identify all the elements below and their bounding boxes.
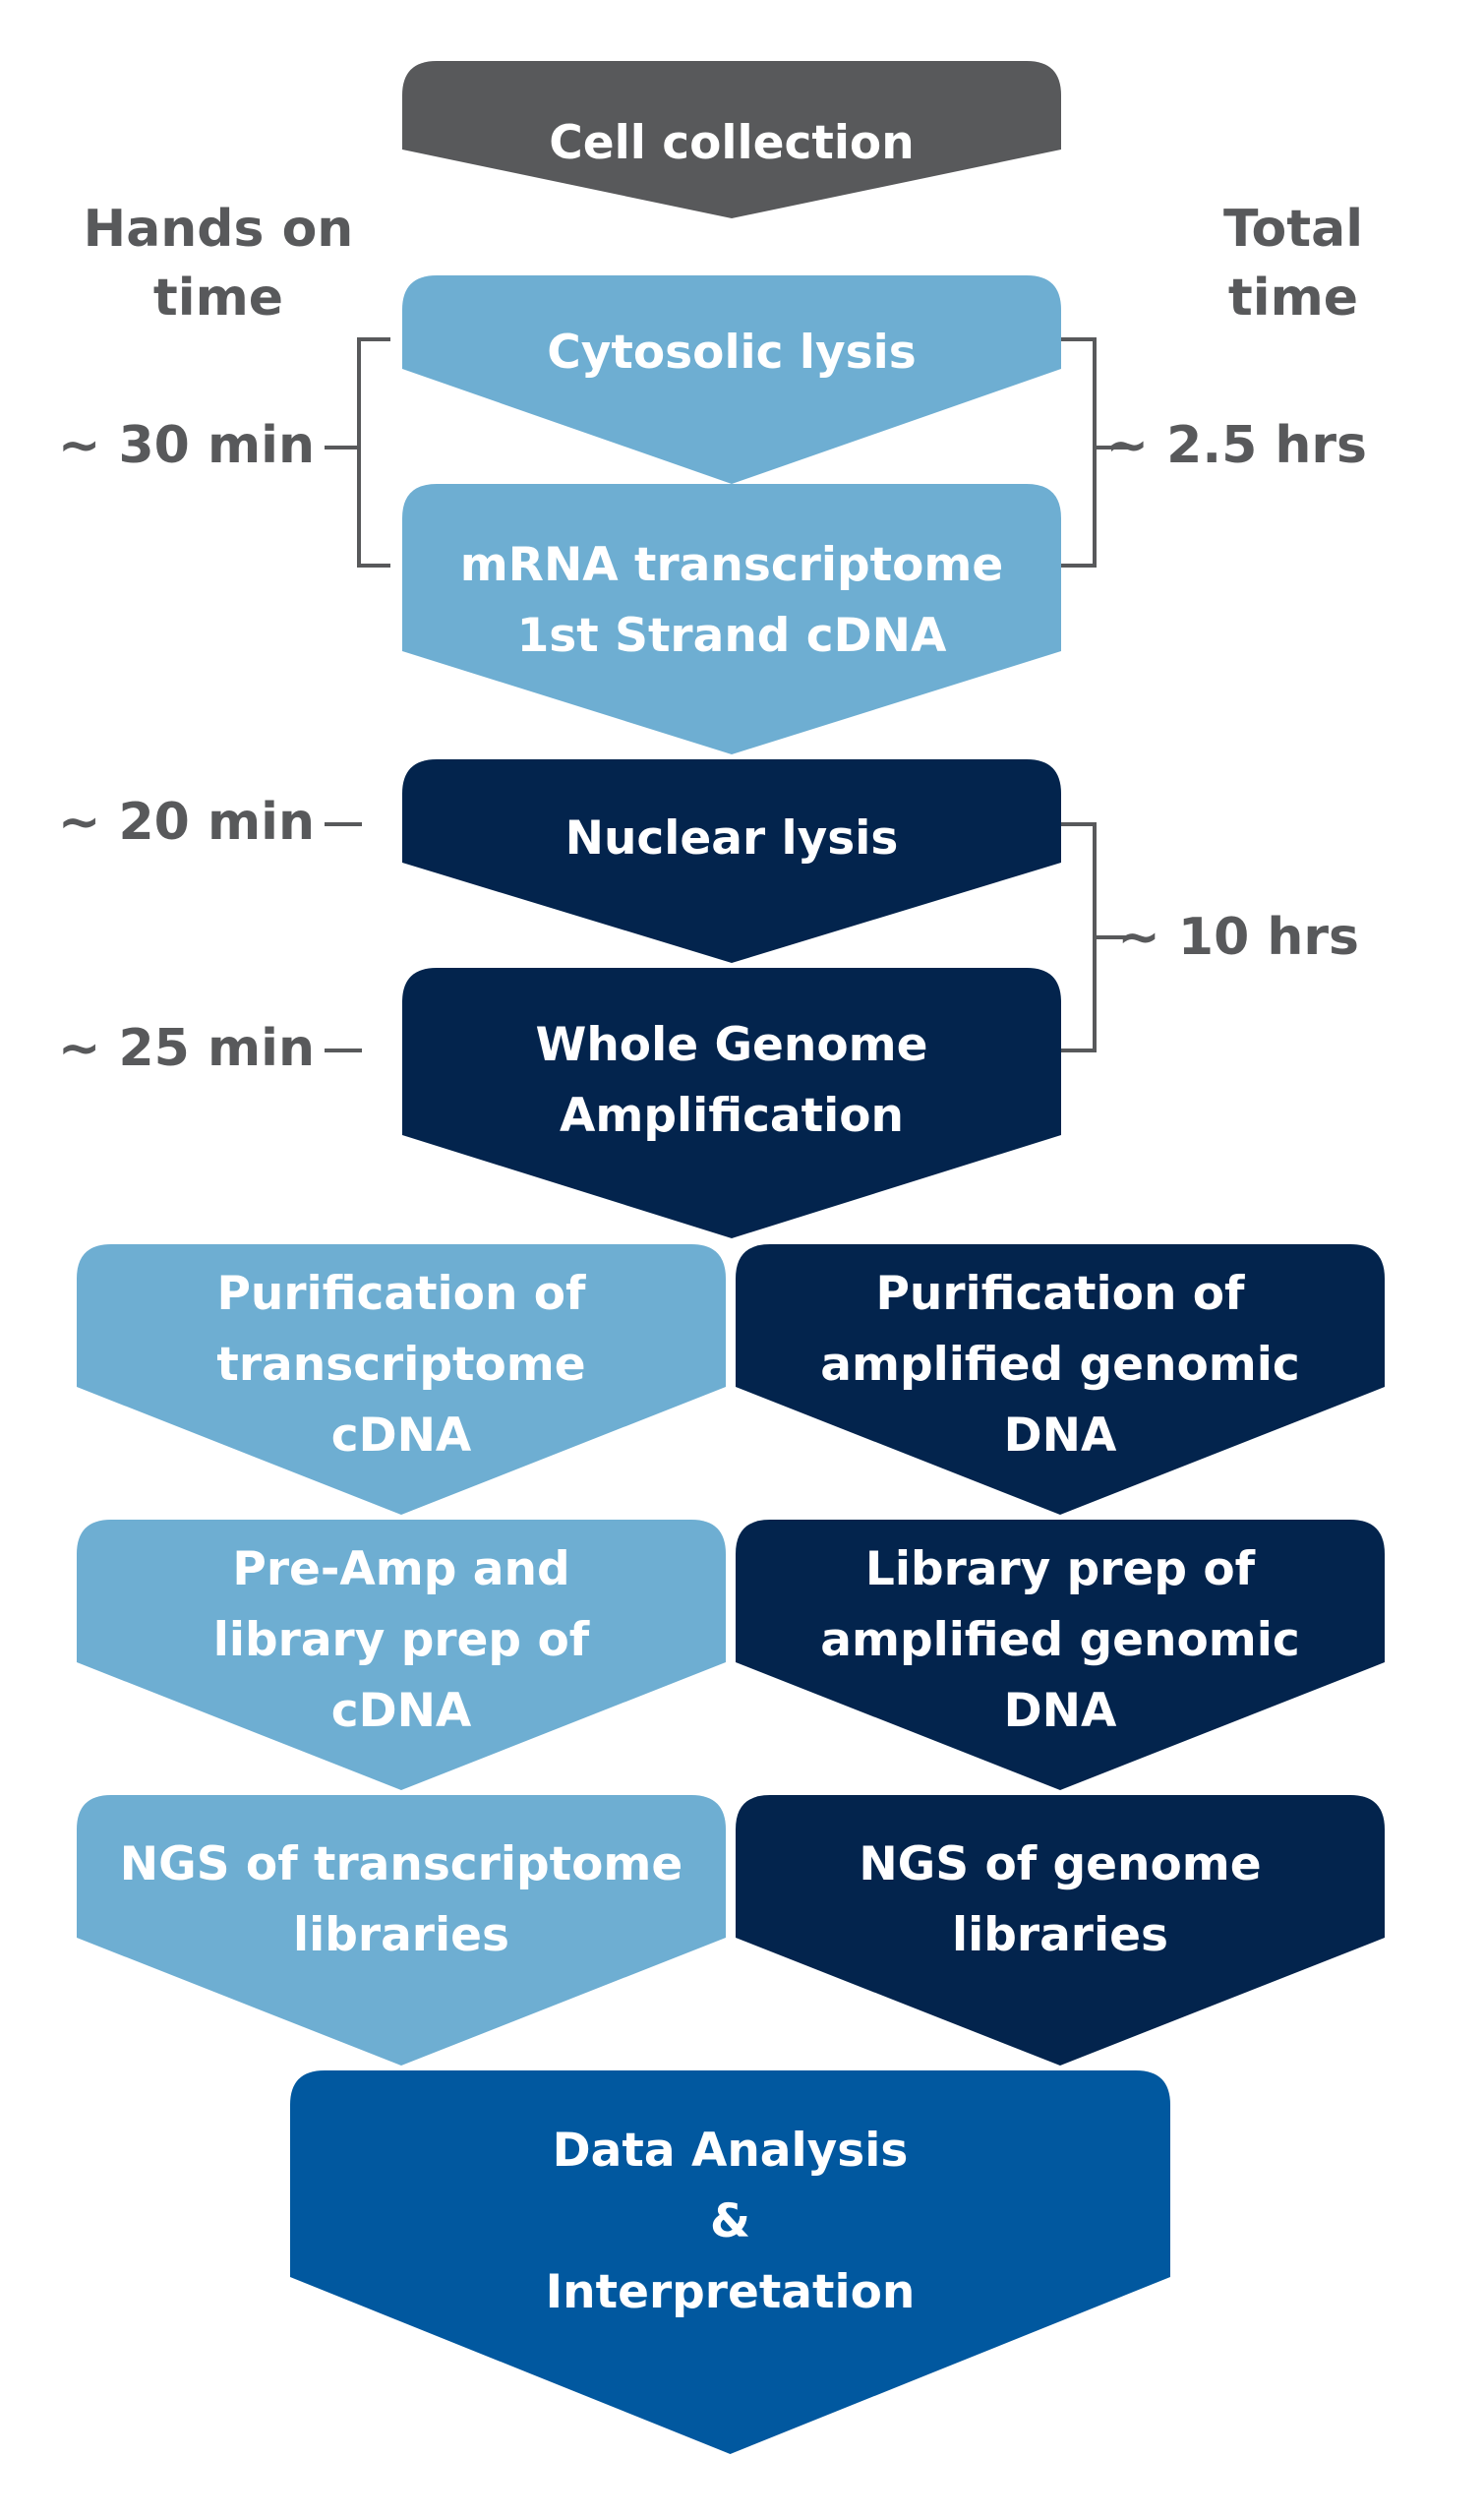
step-shape-library-genomic [736,1520,1385,1790]
step-label-whole-genome-amplification-line-1: Whole Genome [536,1018,928,1072]
step-cell-collection: Cell collection [402,61,1061,218]
hands-on-time-25-min: ~ 25 min [58,1019,315,1078]
step-label-nuclear-lysis-line-1: Nuclear lysis [565,811,899,866]
step-label-purification-genomic-line-3: DNA [1004,1408,1117,1463]
step-label-ngs-genome-line-1: NGS of genome [859,1837,1261,1891]
step-label-ngs-transcriptome-line-2: libraries [293,1908,509,1962]
step-shape-mrna-transcriptome [402,484,1061,754]
step-label-preamp-library-line-2: library prep of [213,1613,590,1667]
step-preamp-library: Pre-Amp and library prep of cDNA [77,1520,726,1790]
step-shape-nuclear-lysis [402,759,1061,963]
step-shape-preamp-library [77,1520,726,1790]
step-cytosolic-lysis: Cytosolic lysis [402,275,1061,484]
step-purification-transcriptome: Purification of transcriptome cDNA [77,1244,726,1515]
total-time-10-hrs: ~ 10 hrs [1117,908,1359,967]
step-label-cell-collection-line-1: Cell collection [549,116,914,170]
step-label-library-genomic-line-3: DNA [1004,1684,1117,1738]
hands-on-header-line-2: time [153,269,283,328]
step-shape-purification-genomic [736,1244,1385,1515]
step-label-data-analysis-line-1: Data Analysis [553,2124,909,2178]
step-ngs-genome: NGS of genome libraries [736,1795,1385,2066]
step-shape-cytosolic-lysis [402,275,1061,484]
step-nuclear-lysis: Nuclear lysis [402,759,1061,963]
step-shape-ngs-genome [736,1795,1385,2066]
step-label-purification-transcriptome-line-1: Purification of [216,1267,586,1321]
step-shape-purification-transcriptome [77,1244,726,1515]
total-time-2-5-hrs: ~ 2.5 hrs [1105,416,1367,475]
step-label-purification-transcriptome-line-2: transcriptome [216,1338,585,1392]
step-label-cytosolic-lysis-line-1: Cytosolic lysis [547,326,916,380]
step-label-purification-genomic-line-2: amplified genomic [820,1338,1300,1392]
step-data-analysis: Data Analysis & Interpretation [290,2070,1170,2454]
step-label-data-analysis-line-3: Interpretation [546,2265,916,2319]
total-bracket-10-hrs [1061,822,1131,1052]
step-label-whole-genome-amplification-line-2: Amplification [560,1089,904,1143]
hands-on-header-line-1: Hands on [84,200,354,259]
total-bracket-2-5-hrs [1061,337,1131,568]
hands-on-time-30-min: ~ 30 min [58,416,315,475]
step-shape-data-analysis [290,2070,1170,2454]
step-label-purification-transcriptome-line-3: cDNA [331,1408,472,1463]
step-mrna-transcriptome: mRNA transcriptome 1st Strand cDNA [402,484,1061,754]
step-label-ngs-genome-line-2: libraries [952,1908,1168,1962]
step-label-preamp-library-line-1: Pre-Amp and [232,1542,569,1596]
step-label-library-genomic-line-1: Library prep of [865,1542,1256,1596]
total-header-line-1: Total [1223,200,1363,259]
step-label-library-genomic-line-2: amplified genomic [820,1613,1300,1667]
step-label-mrna-transcriptome-line-1: mRNA transcriptome [460,538,1003,592]
step-shape-whole-genome-amplification [402,968,1061,1238]
step-label-mrna-transcriptome-line-2: 1st Strand cDNA [517,609,947,663]
hands-on-time-20-min: ~ 20 min [58,793,315,852]
total-header-line-2: time [1228,269,1358,328]
step-shape-cell-collection [402,61,1061,218]
step-label-ngs-transcriptome-line-1: NGS of transcriptome [120,1837,683,1891]
step-label-preamp-library-line-3: cDNA [331,1684,472,1738]
step-label-purification-genomic-line-1: Purification of [875,1267,1245,1321]
hands-on-bracket-30-min [325,337,390,568]
step-ngs-transcriptome: NGS of transcriptome libraries [77,1795,726,2066]
step-label-data-analysis-line-2: & [710,2194,750,2248]
step-shape-ngs-transcriptome [77,1795,726,2066]
